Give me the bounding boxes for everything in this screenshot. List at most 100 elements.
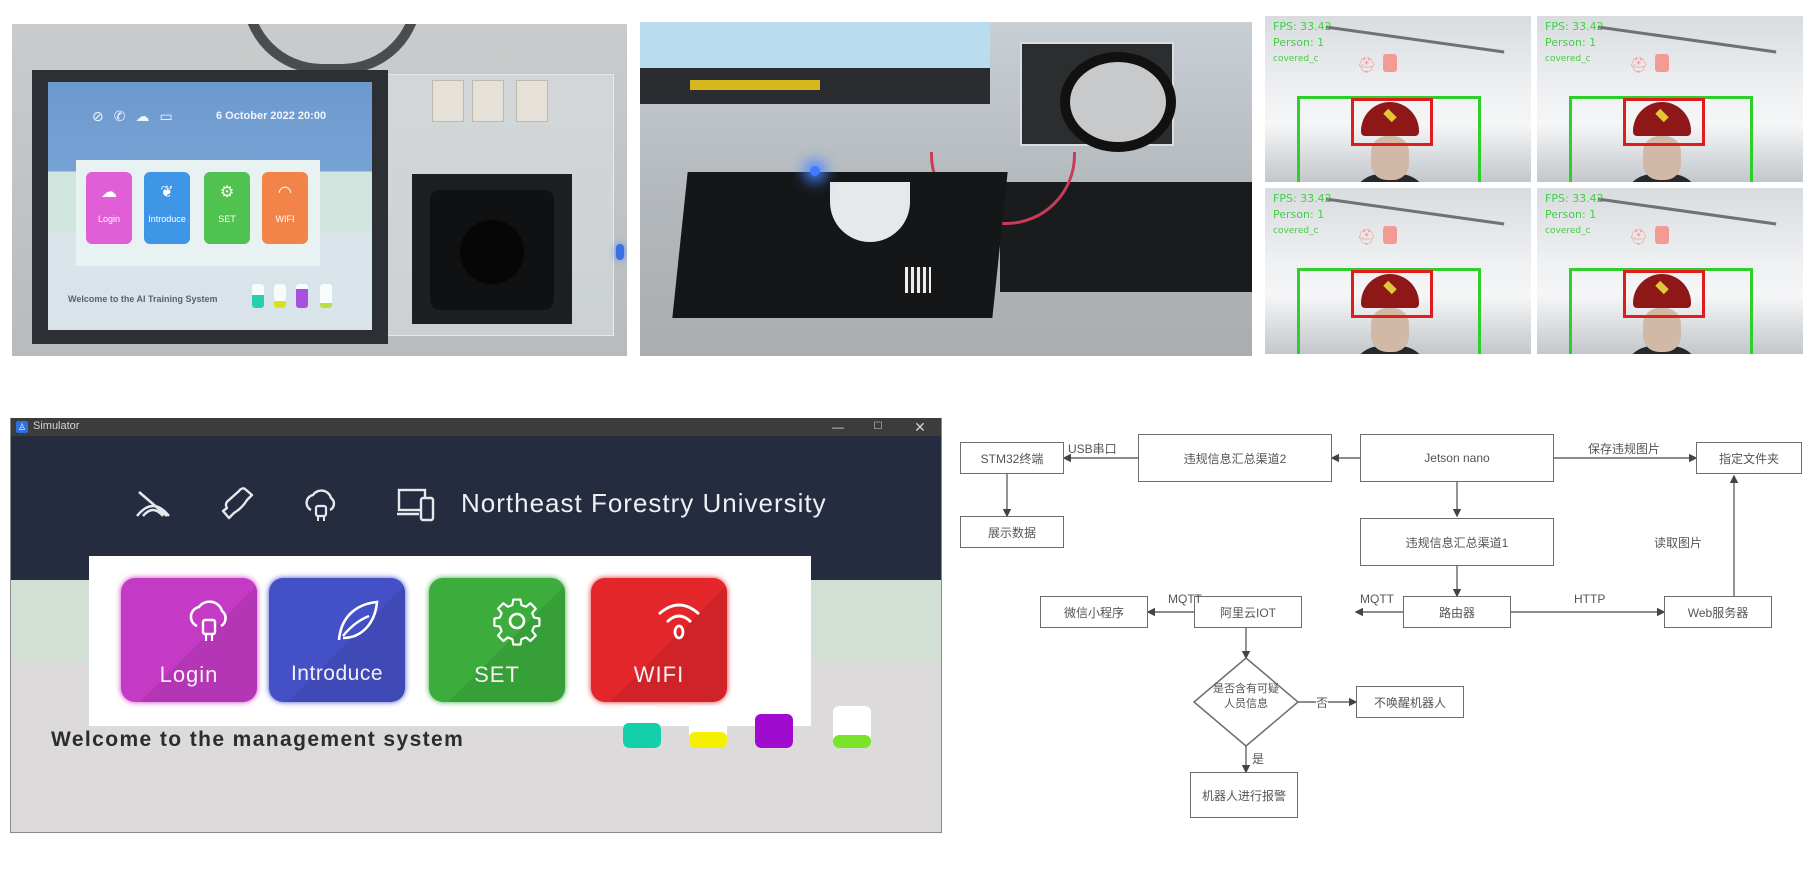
lcd-edge [640,22,990,68]
person-count: Person: 1 [1545,208,1597,221]
vest-icon [1383,54,1397,72]
title-bar[interactable]: ♙ Simulator — ☐ ✕ [11,418,941,436]
helmet-bounding-box [1623,270,1705,318]
screen-level-bar [274,284,286,308]
edge-label-save: 保存违规图片 [1588,442,1661,456]
cloud-upload-icon: ☁ [135,108,160,124]
node-stm32: STM32终端 [960,442,1064,474]
camera-feed: FPS: 33.42 Person: 1 covered_c ⛑ [1537,188,1803,354]
helmet-icon: ⛑ [1629,57,1649,74]
gear-icon [429,596,565,651]
person-count: Person: 1 [1273,208,1325,221]
fps-readout: FPS: 33.42 [1273,192,1332,205]
leaf-icon [269,596,405,651]
camera-feed: FPS: 33.42 Person: 1 covered_c ⛑ [1265,188,1531,354]
level-bar [689,706,727,748]
simulator-window: ♙ Simulator — ☐ ✕ Northeast Forestry Uni… [10,418,942,833]
node-web-server: Web服务器 [1664,596,1772,628]
status-line: covered_c [1273,54,1319,64]
helmet-bounding-box [1623,98,1705,146]
node-robot-alarm: 机器人进行报警 [1190,772,1298,818]
gear-icon: ⚙ [219,184,235,201]
node-folder: 指定文件夹 [1696,442,1802,474]
level-bar [755,706,793,748]
level-bar-fill [755,713,793,748]
wifi-button[interactable]: WIFI [591,578,727,702]
simulator-content: Northeast Forestry University Login Intr… [11,436,941,832]
level-bar-fill [623,722,661,748]
node-wechat: 微信小程序 [1040,596,1148,628]
edge-label-read: 读取图片 [1654,536,1703,550]
node-channel2: 违规信息汇总渠道2 [1138,434,1332,482]
screen-header-icons: ⊘✆☁▭ [92,108,183,125]
helmet-bounding-box [1351,270,1433,318]
qr-label [905,267,931,293]
login-button[interactable]: Login [121,578,257,702]
level-bar-fill [833,735,871,748]
set-button[interactable]: SET [429,578,565,702]
edge-label-yes: 是 [1252,752,1265,766]
close-button[interactable]: ✕ [914,419,926,435]
fan-hub [460,220,524,284]
minimize-button[interactable]: — [832,420,844,434]
devices-icon [395,486,439,530]
status-led [616,244,624,260]
welcome-message: Welcome to the management system [51,728,465,751]
helmet-icon: ⛑ [1357,229,1377,246]
lcd-bezel: ⊘✆☁▭ 6 October 2022 20:00 ☁Login ❦Introd… [32,70,388,344]
app-icon: ♙ [16,421,28,433]
introduce-button[interactable]: Introduce [269,578,405,702]
wifi-icon: ◠ [278,184,292,201]
level-bar [623,706,661,748]
maximize-button[interactable]: ☐ [873,421,883,432]
edge-label-no: 否 [1316,694,1329,711]
status-line: covered_c [1545,54,1591,64]
person-bounding-box [1569,268,1753,354]
person-bounding-box [1297,96,1481,182]
node-decision-text: 是否含有可疑人员信息 [1213,683,1279,710]
blue-led [810,166,820,176]
camera-feed: FPS: 33.42 Person: 1 covered_c ⛑ [1537,16,1803,182]
flowchart-connectors [1002,453,1739,774]
screen-level-bar [296,284,308,308]
camera-feed: FPS: 33.42 Person: 1 covered_c ⛑ [1265,16,1531,182]
no-signal-icon: ⊘ [92,108,114,124]
status-line: covered_c [1545,226,1591,236]
device-photo-screen: × ⊘✆☁▭ 6 October 2022 20:00 ☁Login ❦Intr… [12,24,627,356]
screen-level-bar [252,284,264,308]
screen-level-bar [320,284,332,308]
cloud-plug-icon [121,596,257,651]
introduce-label: Introduce [290,662,384,685]
cable [242,24,422,74]
screen-date-time: 6 October 2022 20:00 [216,110,327,122]
devices-icon: ▭ [159,108,183,124]
node-aliyun-iot: 阿里云IOT [1194,596,1302,628]
menu-panel: Login Introduce SET WIFI [89,556,811,726]
decision-diamond [1192,657,1300,747]
leaf-icon: ❦ [160,184,174,201]
screen-tile-panel: ☁Login ❦Introduce ⚙SET ◠WIFI [76,160,320,266]
phone-icon: ✆ [113,108,136,124]
node-no-wake: 不唤醒机器人 [1356,686,1464,718]
edge-label-usb: USB串口 [1068,442,1117,456]
helmet-icon: ⛑ [1629,229,1649,246]
screen-tile-set: ⚙SET [204,172,250,244]
node-display-data: 展示数据 [960,516,1064,548]
window-title: Simulator [33,420,80,432]
edge-label-mqtt-2: MQTT [1360,592,1394,606]
cloud-upload-icon [299,486,343,530]
person-bounding-box [1569,96,1753,182]
level-bar-fill [689,732,727,748]
node-router: 路由器 [1403,596,1511,628]
login-label: Login [159,662,219,687]
vest-icon [1655,54,1669,72]
screen-tile-wifi: ◠WIFI [262,172,308,244]
vest-icon [1383,226,1397,244]
vest-icon [1655,226,1669,244]
flex-cable [690,80,820,90]
brand-title: Northeast Forestry University [461,488,827,518]
edge-label-mqtt-1: MQTT [1168,592,1202,606]
edge-label-http: HTTP [1574,592,1606,606]
status-line: covered_c [1273,226,1319,236]
device-photo-board [640,22,1252,356]
